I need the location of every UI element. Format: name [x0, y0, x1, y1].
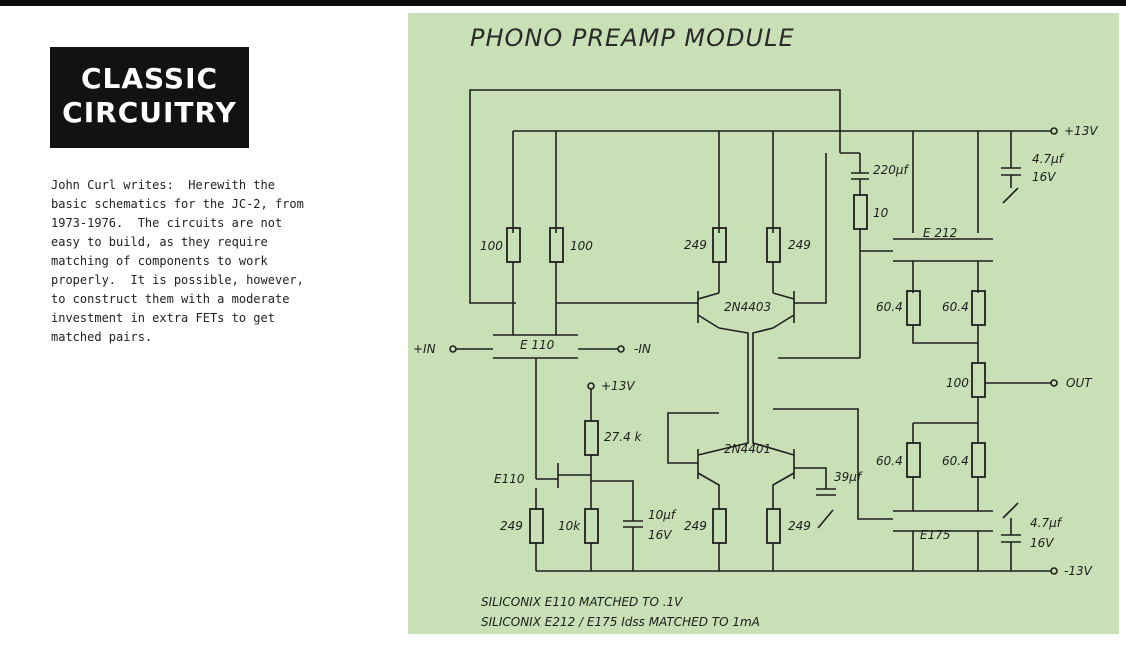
capacitor-label: 4.7µf: [1032, 152, 1065, 166]
resistor-249-e: [766, 508, 781, 544]
negative-terminal: [1050, 567, 1058, 575]
transistor-label: 2N4401: [724, 442, 771, 456]
capacitor-voltage: 16V: [1030, 536, 1054, 550]
resistor-label: 249: [500, 519, 523, 533]
capacitor-voltage: 16V: [1032, 170, 1056, 184]
potentiometer-100[interactable]: [971, 362, 986, 398]
wire: [667, 412, 719, 464]
schematic-panel: PHONO PREAMP MODULE +13V -13V 100 100 E …: [408, 13, 1119, 634]
ground-slash: [817, 509, 834, 529]
resistor-label: 10: [873, 206, 889, 220]
resistor-label: 60.4: [942, 454, 969, 468]
resistor-27.4k: [584, 420, 599, 456]
plus-in-label: +IN: [413, 342, 436, 356]
wire: [718, 327, 749, 413]
resistor-label: 249: [684, 519, 707, 533]
resistor-100-right: [549, 227, 564, 263]
wire: [772, 314, 795, 329]
footnote: SILICONIX E110 MATCHED TO .1V: [481, 595, 683, 609]
wire: [772, 292, 795, 300]
note-line: matched pairs.: [51, 330, 153, 344]
resistor-249-a: [712, 227, 727, 263]
wire: [752, 413, 795, 456]
resistor-label: 27.4 k: [604, 430, 643, 444]
classic-circuitry-logo: CLASSIC CIRCUITRY: [50, 47, 249, 148]
resistor-60.4-d: [971, 442, 986, 478]
resistor-label: 10k: [558, 519, 581, 533]
note-line: basic schematics for the JC-2, from: [51, 197, 304, 211]
feedback-wire: [469, 89, 841, 304]
jfet-label: E110: [494, 472, 525, 486]
resistor-label: 100: [480, 239, 503, 253]
capacitor-label: 220µf: [873, 163, 910, 177]
resistor-60.4-b: [971, 290, 986, 326]
bias-voltage-label: +13V: [601, 379, 635, 393]
note-line: 1973-1976. The circuits are not: [51, 216, 283, 230]
note-line: John Curl writes: Herewith the: [51, 178, 275, 192]
output-terminal[interactable]: [1050, 379, 1058, 387]
pot-label: 100: [946, 376, 969, 390]
jfet-label: E 212: [923, 226, 957, 240]
plus-in-terminal[interactable]: [449, 345, 457, 353]
wire: [772, 472, 795, 509]
resistor-label: 60.4: [876, 454, 903, 468]
jfet-label: E 110: [520, 338, 555, 352]
positive-rail-label: +13V: [1064, 124, 1098, 138]
resistor-label: 100: [570, 239, 593, 253]
transistor-label: 2N4403: [724, 300, 771, 314]
ground-slash: [1002, 502, 1019, 519]
note-line: properly. It is possible, however,: [51, 273, 304, 287]
resistor-label: 249: [788, 238, 811, 252]
resistor-100-left: [506, 227, 521, 263]
minus-in-terminal[interactable]: [617, 345, 625, 353]
negative-rail-label: -13V: [1064, 564, 1093, 578]
resistor-60.4-c: [906, 442, 921, 478]
resistor-label: 249: [684, 238, 707, 252]
capacitor-label: 10µf: [648, 508, 677, 522]
resistor-60.4-a: [906, 290, 921, 326]
resistor-label: 60.4: [942, 300, 969, 314]
output-label: OUT: [1066, 376, 1093, 390]
wire: [697, 472, 720, 509]
wire: [752, 327, 774, 413]
schematic-title: PHONO PREAMP MODULE: [470, 24, 795, 52]
wire: [591, 480, 634, 521]
schematic-diagram: PHONO PREAMP MODULE +13V -13V 100 100 E …: [413, 24, 1098, 629]
resistor-label: 60.4: [876, 300, 903, 314]
note-line: easy to build, as they require: [51, 235, 268, 249]
logo-line-1: CLASSIC: [80, 62, 219, 95]
wire: [794, 153, 827, 304]
capacitor-label: 4.7µf: [1030, 516, 1063, 530]
resistor-10: [853, 194, 868, 230]
resistor-10k: [584, 508, 599, 544]
note-line: investment in extra FETs to get: [51, 311, 275, 325]
author-note: John Curl writes: Herewith the basic sch…: [51, 176, 396, 347]
resistor-249-d: [712, 508, 727, 544]
logo-line-2: CIRCUITRY: [62, 96, 237, 129]
capacitor-label: 39µf: [834, 470, 863, 484]
wire: [912, 325, 979, 344]
resistor-249-b: [766, 227, 781, 263]
minus-in-label: -IN: [634, 342, 651, 356]
resistor-249-c: [529, 508, 544, 544]
positive-terminal: [1050, 127, 1058, 135]
jfet-label: E175: [920, 528, 951, 542]
wire: [773, 408, 893, 520]
ground-slash: [1002, 187, 1019, 204]
bias-terminal: [587, 382, 595, 390]
note-line: matching of components to work: [51, 254, 268, 268]
wire: [794, 467, 827, 489]
wire: [697, 413, 749, 456]
note-line: to construct them with a moderate: [51, 292, 290, 306]
wire: [697, 292, 720, 300]
capacitor-voltage: 16V: [648, 528, 672, 542]
top-border: [0, 0, 1126, 6]
footnote: SILICONIX E212 / E175 Idss MATCHED TO 1m…: [481, 615, 760, 629]
wire: [697, 314, 720, 329]
resistor-label: 249: [788, 519, 811, 533]
